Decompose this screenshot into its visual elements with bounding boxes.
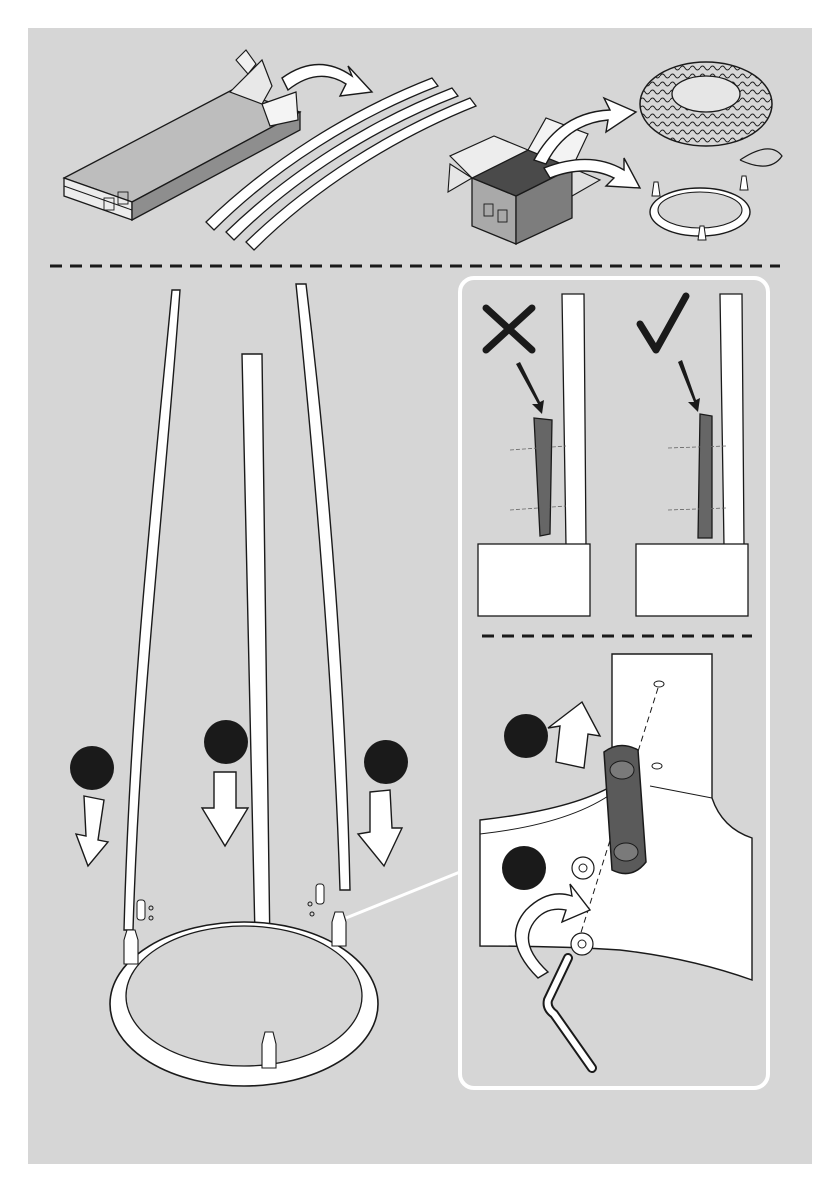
open-box-icon [448, 118, 600, 244]
step-marker-center [202, 720, 248, 846]
instruction-illustration [28, 28, 812, 1164]
instruction-page [28, 28, 812, 1164]
cushion-icon [640, 62, 782, 166]
step-marker-right [358, 740, 408, 866]
long-box-icon [64, 50, 300, 220]
base-ring [110, 912, 378, 1086]
base-ring-icon [650, 176, 750, 240]
leg-right [296, 284, 350, 916]
step-marker-left [70, 746, 114, 866]
leg-left [124, 290, 180, 930]
transfer-arrow-1 [282, 64, 372, 96]
callout-connector [346, 872, 460, 938]
